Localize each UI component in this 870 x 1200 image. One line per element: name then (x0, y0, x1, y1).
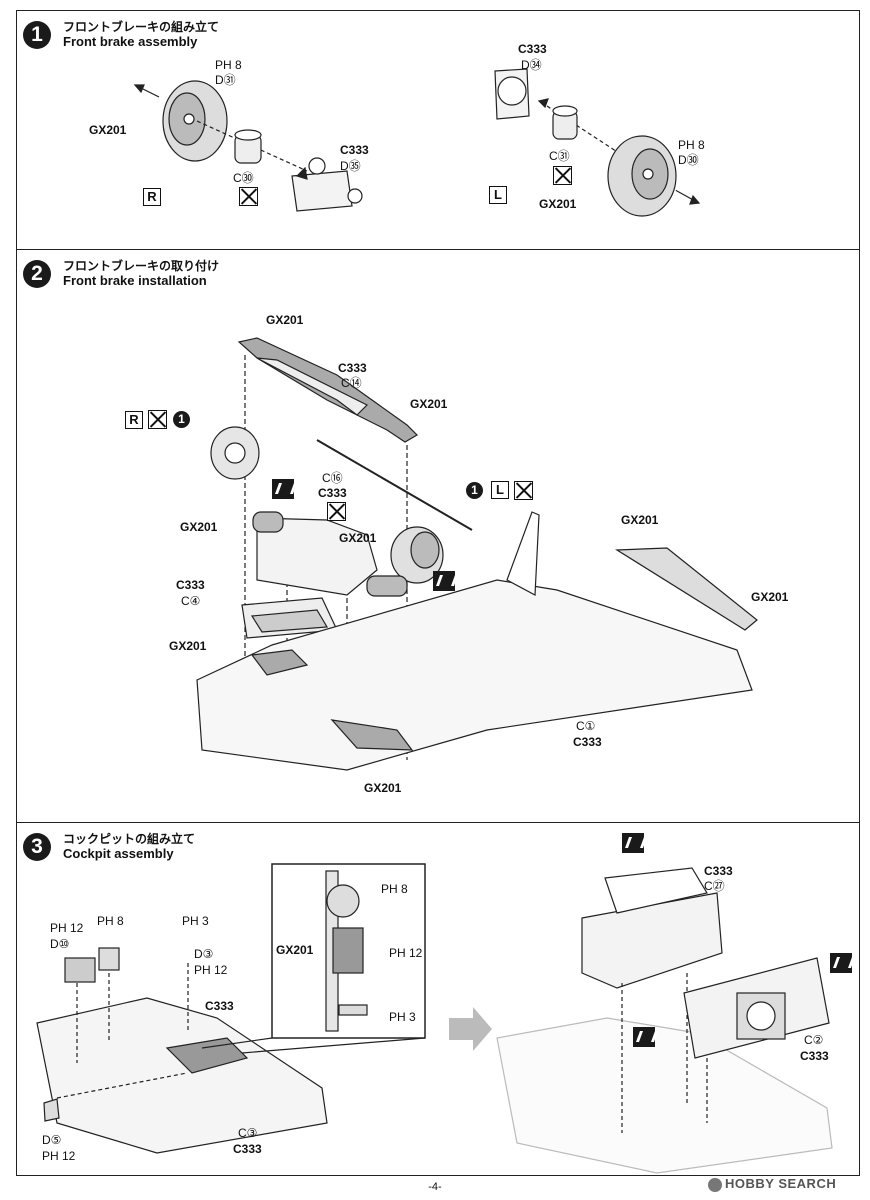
label-ph: PH 3 (182, 914, 209, 928)
label-ph: PH 12 (50, 921, 84, 935)
label-c333: C333 (573, 735, 602, 749)
step-number: 1 (23, 21, 51, 49)
label-gx201: GX201 (169, 639, 207, 653)
step-1-illustration (133, 68, 701, 217)
label-part: D㉛ (215, 73, 236, 87)
label-ph: PH 8 (215, 58, 242, 72)
label-gx201: GX201 (751, 590, 789, 604)
label-gx201: GX201 (276, 943, 314, 957)
label-c333: C333 (518, 42, 547, 56)
step-1-panel: 1 フロントブレーキの組み立て Front brake assembly (16, 10, 860, 250)
label-ph: PH 8 (381, 882, 408, 896)
label-part: C㉚ (233, 171, 254, 185)
label-part: D㉚ (678, 153, 699, 167)
step-reference-icon: 1 (173, 411, 190, 428)
label-ph: PH 12 (42, 1149, 76, 1163)
label-gx201: GX201 (89, 123, 127, 137)
label-gx201: GX201 (539, 197, 577, 211)
label-part: C㉛ (549, 149, 570, 163)
label-ph: PH 12 (194, 963, 228, 977)
label-part: D③ (194, 947, 214, 961)
step-title-jp: フロントブレーキの組み立て (63, 20, 220, 34)
step-3-panel: 3 コックピットの組み立て Cockpit assembly (16, 822, 860, 1176)
step-2-illustration (196, 337, 758, 771)
step-title-jp: コックピットの組み立て (63, 832, 196, 846)
label-c333: C333 (318, 486, 347, 500)
logo-icon (708, 1177, 722, 1192)
watermark: HOBBY SEARCH (708, 1176, 836, 1192)
label-gx201: GX201 (180, 520, 218, 534)
label-gx201: GX201 (621, 513, 659, 527)
watermark-text: HOBBY SEARCH (725, 1176, 837, 1191)
step-reference-icon: 1 (466, 482, 483, 499)
side-l-badge: L (489, 186, 507, 204)
label-ph: PH 3 (389, 1010, 416, 1024)
label-gx201: GX201 (364, 781, 402, 795)
label-part: C② (804, 1033, 824, 1047)
label-part: C④ (181, 594, 201, 608)
label-part: C⑭ (341, 376, 362, 390)
page-number: -4- (428, 1181, 442, 1193)
label-part: C⑯ (322, 471, 343, 485)
cement-icon (272, 479, 294, 499)
glue-free-icon (553, 166, 572, 185)
glue-free-icon (514, 481, 533, 500)
label-part: D⑤ (42, 1133, 62, 1147)
step-2-panel: 2 フロントブレーキの取り付け Front brake installation (16, 249, 860, 823)
step-title-en: Front brake installation (63, 273, 207, 288)
label-part: D⑩ (50, 937, 70, 951)
side-r-badge: R (125, 411, 143, 429)
label-part: C① (576, 719, 596, 733)
label-c333: C333 (800, 1049, 829, 1063)
side-r-badge: R (143, 188, 161, 206)
label-c333: C333 (176, 578, 205, 592)
label-part: D㉞ (521, 58, 542, 72)
step-title-en: Front brake assembly (63, 34, 198, 49)
cement-icon (830, 953, 852, 973)
label-part: C③ (238, 1126, 258, 1140)
label-ph: PH 8 (97, 914, 124, 928)
label-gx201: GX201 (266, 313, 304, 327)
label-gx201: GX201 (410, 397, 448, 411)
glue-free-icon (239, 187, 258, 206)
label-c333: C333 (338, 361, 367, 375)
step-number: 2 (23, 260, 51, 288)
step-3-illustration (36, 863, 833, 1174)
cement-icon (633, 1027, 655, 1047)
cement-icon (622, 833, 644, 853)
label-ph: PH 12 (389, 946, 423, 960)
step-number: 3 (23, 833, 51, 861)
label-c333: C333 (704, 864, 733, 878)
label-c333: C333 (340, 143, 369, 157)
cement-icon (433, 571, 455, 591)
step-title-jp: フロントブレーキの取り付け (63, 259, 220, 273)
step-title-en: Cockpit assembly (63, 846, 174, 861)
glue-free-icon (327, 502, 346, 521)
label-ph: PH 8 (678, 138, 705, 152)
label-part: D㉟ (340, 159, 361, 173)
label-part: C㉗ (704, 879, 725, 893)
label-gx201: GX201 (339, 531, 377, 545)
side-l-badge: L (491, 481, 509, 499)
label-c333: C333 (233, 1142, 262, 1156)
label-c333: C333 (205, 999, 234, 1013)
glue-free-icon (148, 410, 167, 429)
